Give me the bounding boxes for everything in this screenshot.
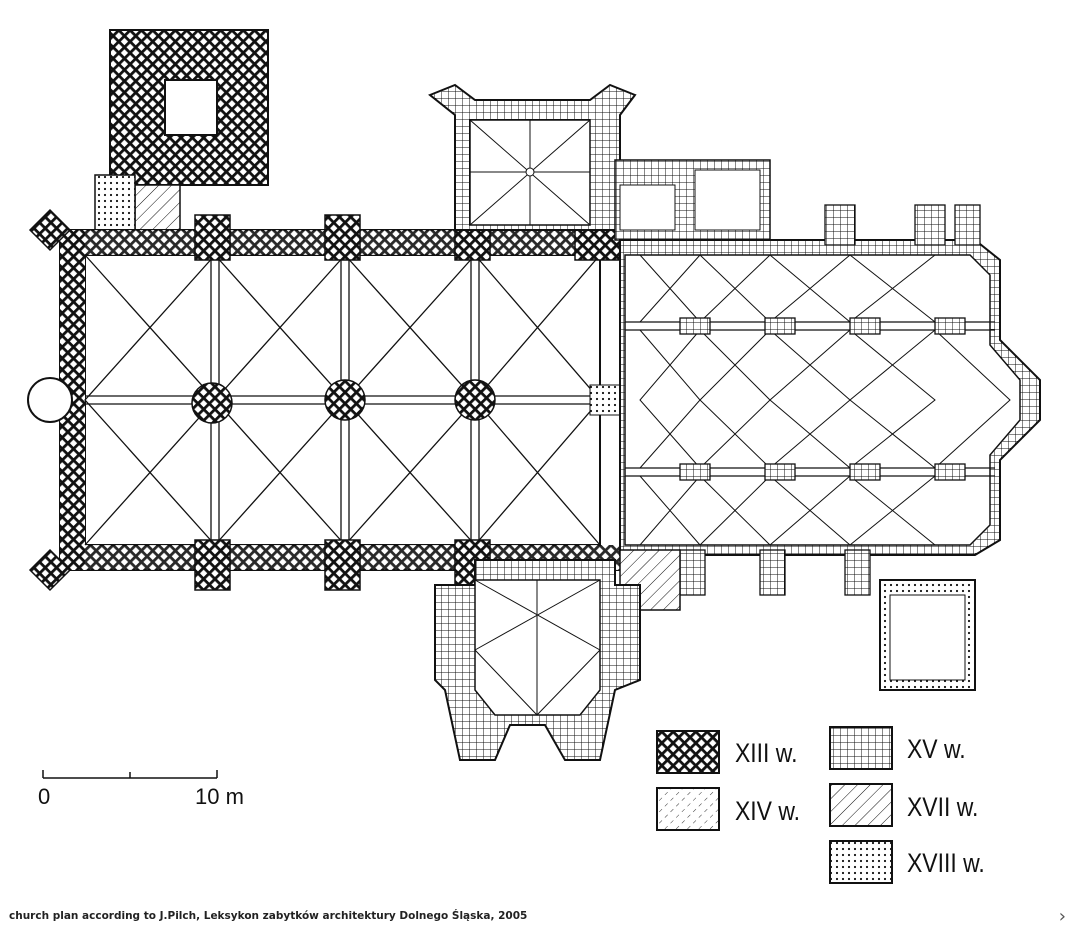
legend-label-xiv: XIV w.: [735, 796, 801, 826]
legend-label-xviii: XVIII w.: [907, 848, 985, 878]
south-porch: [434, 559, 641, 761]
legend-label-xv: XV w.: [907, 734, 966, 764]
north-chapel: [428, 83, 771, 241]
tower: [94, 29, 269, 231]
chancel: [619, 204, 1041, 596]
legend-label-xiii: XIII w.: [735, 738, 798, 768]
legend-label-xvii: XVII w.: [907, 792, 979, 822]
sacristy: [619, 549, 976, 691]
caption: church plan according to J.Pilch, Leksyk…: [9, 910, 528, 922]
church-plan: [27, 29, 1041, 884]
nave: [27, 208, 626, 592]
scale-start-label: 0: [38, 784, 51, 809]
scale-bar: [42, 770, 218, 779]
legend: [656, 726, 893, 884]
scale-end-label: 10 m: [195, 784, 244, 809]
chevron-right-icon[interactable]: ›: [1058, 906, 1066, 927]
